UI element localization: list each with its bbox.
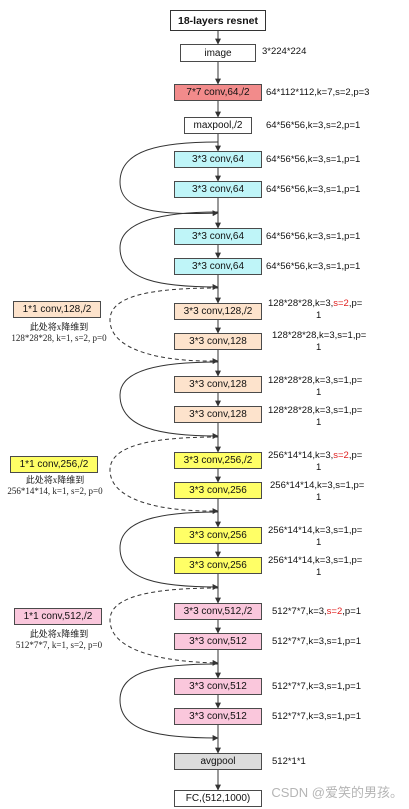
layer-conv128-2: 3*3 conv,128	[174, 333, 262, 350]
info-conv256-1-post: ,p=	[348, 450, 363, 461]
info-conv64-4: 64*56*56,k=3,s=1,p=1	[266, 261, 361, 272]
shortcut-projection-512	[109, 587, 219, 666]
layer-conv64-4: 3*3 conv,64	[174, 258, 262, 275]
info-conv256-1-pre: 256*14*14,k=3,	[268, 450, 334, 461]
info-conv128-2-line1: 128*28*28,k=3,s=1,p=	[272, 330, 367, 341]
layer-conv512-4: 3*3 conv,512	[174, 708, 262, 725]
info-conv128-2: 128*28*28,k=3,s=1,p= 1	[272, 330, 366, 354]
info-conv128-1-post: ,p=	[348, 298, 363, 309]
shortcut-note-128: 此处将x降维到 128*28*28, k=1, s=2, p=0	[0, 322, 118, 344]
info-conv512-3: 512*7*7,k=3,s=1,p=1	[272, 681, 362, 692]
shortcut-note-512: 此处将x降维到 512*7*7, k=1, s=2, p=0	[0, 629, 118, 651]
shortcut-box-128: 1*1 conv,128,/2	[13, 301, 101, 318]
info-conv128-1-line2: 1	[316, 310, 322, 321]
info-image: 3*224*224	[262, 46, 307, 57]
layer-fc: FC,(512,1000)	[174, 790, 262, 807]
layer-avgpool: avgpool	[174, 753, 262, 770]
info-conv64-1: 64*56*56,k=3,s=1,p=1	[266, 154, 361, 165]
shortcut-projection-128	[109, 287, 219, 365]
info-conv256-1: 256*14*14,k=3,s=2,p= 1	[268, 450, 362, 474]
shortcut-note-512-line2: 512*7*7, k=1, s=2, p=0	[15, 640, 103, 650]
layer-conv256-2: 3*3 conv,256	[174, 482, 262, 499]
info-conv1: 64*112*112,k=7,s=2,p=3	[266, 87, 370, 98]
info-conv128-4-line1: 128*28*28,k=3,s=1,p=	[268, 405, 363, 416]
info-conv128-3-line1: 128*28*28,k=3,s=1,p=	[268, 375, 363, 386]
shortcut-identity-64a	[119, 141, 219, 217]
info-conv512-1-post: ,p=1	[342, 606, 362, 617]
info-conv128-3-line2: 1	[316, 387, 322, 398]
layer-conv128-1: 3*3 conv,128,/2	[174, 303, 262, 320]
diagram-title: 18-layers resnet	[170, 10, 266, 31]
shortcut-projection-256	[109, 436, 219, 515]
shortcut-note-256-line2: 256*14*14, k=1, s=2, p=0	[7, 486, 103, 496]
info-conv256-2-line1: 256*14*14,k=3,s=1,p=	[270, 480, 365, 491]
info-conv256-1-line2: 1	[316, 462, 322, 473]
shortcut-box-512: 1*1 conv,512,/2	[14, 608, 102, 625]
shortcut-identity-128	[119, 361, 219, 439]
info-maxpool: 64*56*56,k=3,s=2,p=1	[266, 120, 361, 131]
info-avgpool: 512*1*1	[272, 756, 306, 767]
info-conv128-1-stride: s=2	[333, 298, 349, 309]
layer-conv64-2: 3*3 conv,64	[174, 181, 262, 198]
shortcut-note-512-line1: 此处将x降维到	[29, 629, 89, 639]
shortcut-note-256: 此处将x降维到 256*14*14, k=1, s=2, p=0	[0, 475, 110, 497]
layer-conv128-3: 3*3 conv,128	[174, 376, 262, 393]
info-conv128-2-line2: 1	[316, 342, 322, 353]
layer-conv256-1: 3*3 conv,256,/2	[174, 452, 262, 469]
info-conv256-4: 256*14*14,k=3,s=1,p= 1	[268, 555, 362, 579]
info-conv128-4: 128*28*28,k=3,s=1,p= 1	[268, 405, 362, 429]
layer-conv512-2: 3*3 conv,512	[174, 633, 262, 650]
info-conv128-4-line2: 1	[316, 417, 322, 428]
layer-conv512-3: 3*3 conv,512	[174, 678, 262, 695]
info-conv256-3-line2: 1	[316, 537, 322, 548]
info-conv512-2: 512*7*7,k=3,s=1,p=1	[272, 636, 362, 647]
info-conv256-4-line2: 1	[316, 567, 322, 578]
layer-conv512-1: 3*3 conv,512,/2	[174, 603, 262, 620]
layer-conv256-3: 3*3 conv,256	[174, 527, 262, 544]
shortcut-note-256-line1: 此处将x降维到	[25, 475, 85, 485]
shortcut-identity-256	[119, 511, 219, 590]
info-conv256-4-line1: 256*14*14,k=3,s=1,p=	[268, 555, 363, 566]
layer-conv128-4: 3*3 conv,128	[174, 406, 262, 423]
info-conv256-3: 256*14*14,k=3,s=1,p= 1	[268, 525, 362, 549]
info-conv512-1-pre: 512*7*7,k=3,	[272, 606, 327, 617]
shortcut-identity-512	[119, 663, 219, 741]
layer-conv1: 7*7 conv,64,/2	[174, 84, 262, 101]
shortcut-note-128-line2: 128*28*28, k=1, s=2, p=0	[11, 333, 107, 343]
info-conv512-1: 512*7*7,k=3,s=2,p=1	[272, 606, 361, 618]
info-conv64-2: 64*56*56,k=3,s=1,p=1	[266, 184, 361, 195]
info-conv64-3: 64*56*56,k=3,s=1,p=1	[266, 231, 361, 242]
shortcut-note-128-line1: 此处将x降维到	[29, 322, 89, 332]
layer-conv64-1: 3*3 conv,64	[174, 151, 262, 168]
info-conv256-1-stride: s=2	[333, 450, 349, 461]
info-conv512-4: 512*7*7,k=3,s=1,p=1	[272, 711, 362, 722]
shortcut-identity-64b	[119, 211, 219, 290]
info-conv512-1-stride: s=2	[326, 606, 343, 617]
layer-maxpool: maxpool,/2	[184, 117, 252, 134]
info-conv256-3-line1: 256*14*14,k=3,s=1,p=	[268, 525, 363, 536]
info-conv256-2-line2: 1	[316, 492, 322, 503]
layer-conv256-4: 3*3 conv,256	[174, 557, 262, 574]
info-conv128-1-pre: 128*28*28,k=3,	[268, 298, 334, 309]
layer-image: image	[180, 44, 256, 62]
layer-conv64-3: 3*3 conv,64	[174, 228, 262, 245]
shortcut-box-256: 1*1 conv,256,/2	[10, 456, 98, 473]
info-conv128-1: 128*28*28,k=3,s=2,p= 1	[268, 298, 362, 322]
watermark: CSDN @爱笑的男孩。	[271, 785, 403, 800]
info-conv256-2: 256*14*14,k=3,s=1,p= 1	[270, 480, 364, 504]
info-conv128-3: 128*28*28,k=3,s=1,p= 1	[268, 375, 362, 399]
